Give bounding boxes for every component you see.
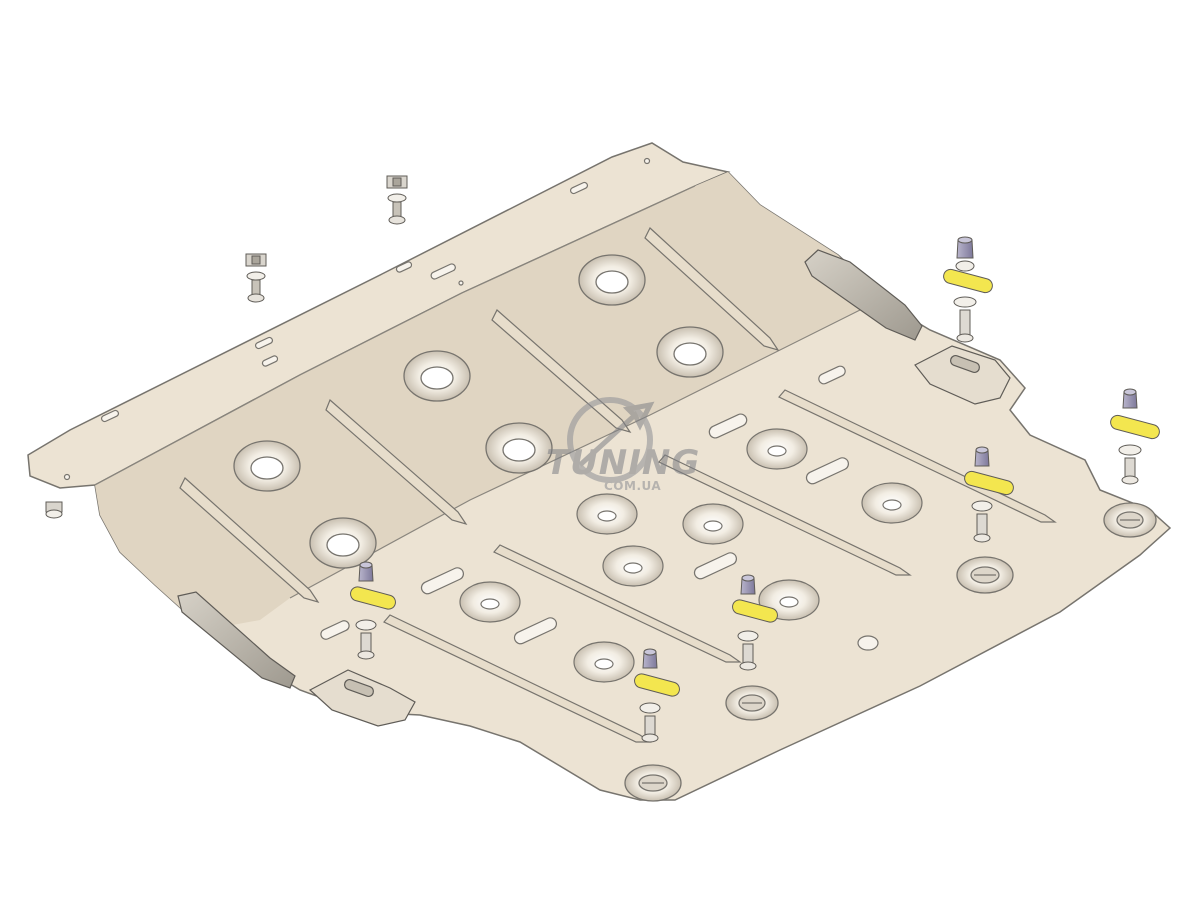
dimple-holes-small [459, 428, 923, 683]
dimple-holes-large [233, 254, 724, 569]
lower-slots [320, 365, 879, 651]
watermark-logo: TUNING COM.UA [540, 395, 699, 505]
bracket-icon [177, 249, 1011, 727]
flange-slots [63, 157, 651, 481]
drain-plug-icon [624, 502, 1157, 802]
cage-nut-icon [45, 175, 408, 519]
fastener-bolt-icon [350, 236, 1160, 743]
watermark-title: TUNING [546, 443, 701, 483]
ribs-front [179, 227, 780, 604]
watermark-subtitle: COM.UA [604, 479, 662, 493]
